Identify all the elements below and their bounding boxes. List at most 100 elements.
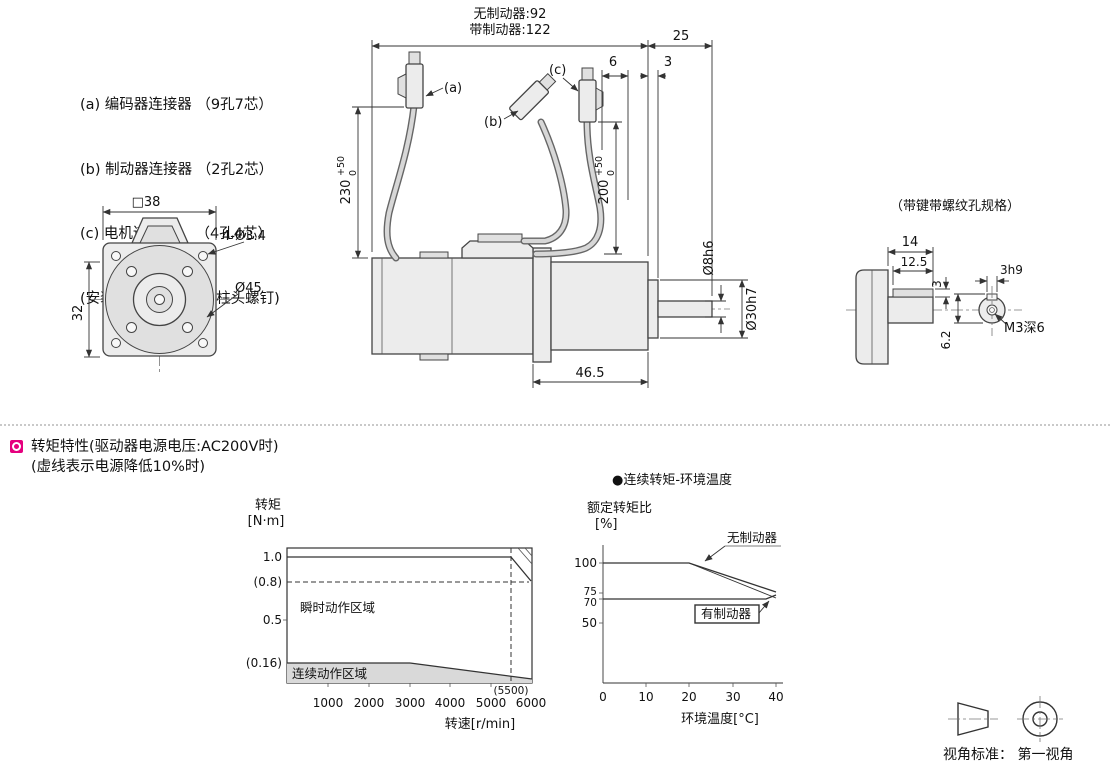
plot-area — [286, 547, 533, 684]
y-axis-unit: [N·m] — [248, 514, 285, 529]
tap-hole — [986, 304, 998, 316]
dim-dia-45: Ø45 — [235, 281, 262, 296]
svg-text:Ø8h6: Ø8h6 — [702, 240, 717, 275]
x-tick-0: 0 — [599, 690, 607, 704]
dim-tap-m3: M3深6 — [1004, 321, 1045, 336]
x-tick-2000: 2000 — [354, 696, 385, 710]
gear-screw — [126, 266, 137, 277]
section-divider — [0, 424, 1110, 426]
x-tick-3000: 3000 — [395, 696, 426, 710]
x-tick-5000: 5000 — [476, 696, 507, 710]
connector-a — [397, 51, 424, 109]
y-tick-75: 75 — [584, 586, 597, 598]
gear-screw — [126, 322, 137, 333]
dim-6: 6 — [609, 55, 617, 70]
front-view: □38 32 4-Ø3.4 Ø45 — [71, 195, 266, 372]
mount-hole — [198, 338, 208, 348]
dim-holes-4xd34: 4-Ø3.4 — [222, 229, 266, 244]
torque-section-title: 转矩特性(驱动器电源电压:AC200V时) — [31, 439, 279, 455]
key-spec-view: （带键带螺纹孔规格） 14 12.5 3 — [846, 198, 1045, 365]
dim-square-38: □38 — [132, 195, 161, 210]
dim-cable-a-length: 230 +50 0 — [336, 156, 359, 204]
output-shaft — [657, 300, 713, 318]
rated-torque-slope — [409, 662, 533, 680]
no-brake-label: 无制动器 — [727, 530, 778, 545]
brake-line — [603, 594, 777, 600]
gear-screw — [182, 266, 193, 277]
first-angle-cone-icon — [948, 702, 998, 736]
mount-hole — [111, 338, 121, 348]
svg-text:0: 0 — [606, 170, 617, 176]
x-tick-30: 30 — [725, 690, 740, 704]
svg-text:Ø30h7: Ø30h7 — [745, 287, 760, 330]
label-b: (b) — [484, 115, 502, 130]
chart-title: ●连续转矩-环境温度 — [612, 472, 732, 488]
note-line-a: (a) 编码器连接器 （9孔7芯） — [80, 97, 273, 113]
section-bullet-icon — [10, 440, 23, 453]
y-tick-10: 1.0 — [263, 550, 282, 564]
dim-3: 3 — [664, 55, 672, 70]
no-brake-line-2 — [688, 562, 777, 599]
svg-text:6.2: 6.2 — [939, 330, 953, 349]
dim-465: 46.5 — [576, 366, 605, 381]
svg-text:0: 0 — [348, 170, 359, 176]
dim-14: 14 — [902, 235, 919, 250]
body-lug-bottom — [419, 353, 449, 361]
dim-32: 32 — [71, 305, 86, 322]
key-view-shaft — [887, 296, 934, 324]
torque-section-header: 转矩特性(驱动器电源电压:AC200V时) (虚线表示电源降低10%时) — [10, 437, 279, 477]
connector-b — [509, 73, 557, 121]
connector-mount-top — [477, 233, 523, 243]
torque-temperature-chart: ●连续转矩-环境温度 额定转矩比 [%] 100 75 70 50 无制动器 有… — [575, 472, 784, 727]
svg-text:+50: +50 — [336, 156, 347, 176]
projection-footer: 视角标准： 第一视角 — [943, 696, 1073, 763]
mount-hole — [111, 251, 121, 261]
torque-section-subtitle: (虚线表示电源降低10%时) — [31, 459, 206, 475]
mount-hole — [198, 251, 208, 261]
side-view: (a) (b) (c) 无制动器:92 带制动器:122 25 6 3 — [336, 7, 760, 388]
x-tick-40: 40 — [768, 690, 783, 704]
instant-region-label: 瞬时动作区域 — [300, 600, 375, 615]
dim-length-brake: 带制动器:122 — [469, 23, 550, 38]
y-axis-unit: [%] — [595, 517, 618, 532]
y-tick-100: 100 — [575, 556, 597, 570]
dim-shaft-dia: Ø8h6 — [702, 240, 717, 275]
y-axis-title: 转矩 — [255, 498, 281, 513]
body-lug-top — [419, 251, 449, 259]
continuous-region-label: 连续动作区域 — [292, 666, 367, 681]
y-tick-08: (0.8) — [254, 575, 282, 589]
motor-body — [371, 257, 534, 355]
x-tick-6000: 6000 — [516, 696, 547, 710]
x-tick-1000: 1000 — [313, 696, 344, 710]
y-tick-016: (0.16) — [246, 656, 282, 670]
brake-label-box — [694, 604, 760, 624]
dimension-drawings: □38 32 4-Ø3.4 Ø45 — [71, 7, 1045, 388]
continuous-region-fill — [287, 663, 532, 683]
y-tick-70: 70 — [584, 597, 597, 609]
dim-length-no-brake: 无制动器:92 — [474, 7, 547, 22]
front-shaft-hole — [154, 294, 165, 305]
svg-text:+50: +50 — [594, 156, 605, 176]
dim-pilot-dia: Ø30h7 — [745, 287, 760, 330]
dim-cable-c-length: 200 +50 0 — [594, 156, 617, 204]
pilot-boss — [647, 279, 659, 339]
x-tick-4000: 4000 — [435, 696, 466, 710]
x-tick-20: 20 — [681, 690, 696, 704]
brake-label: 有制动器 — [701, 606, 752, 621]
connector-c — [578, 67, 604, 123]
dim-25: 25 — [673, 29, 690, 44]
gear-screw — [182, 322, 193, 333]
label-a: (a) — [444, 81, 462, 96]
torque-speed-chart: 转矩 [N·m] 1.0 (0.8) 0.5 (0.16) 瞬时动作区域 连续动… — [246, 498, 547, 732]
key — [892, 288, 934, 298]
y-tick-50: 50 — [582, 616, 597, 630]
y-tick-05: 0.5 — [263, 613, 282, 627]
first-angle-circles-icon — [1017, 696, 1063, 742]
svg-text:230: 230 — [339, 180, 354, 205]
note-line-b: (b) 制动器连接器 （2孔2芯） — [80, 161, 274, 178]
x-tick-10: 10 — [638, 690, 653, 704]
svg-text:32: 32 — [71, 305, 86, 322]
dim-key-width: 3h9 — [1000, 263, 1023, 277]
y-axis-title: 额定转矩比 — [587, 501, 652, 516]
svg-text:200: 200 — [597, 180, 612, 205]
